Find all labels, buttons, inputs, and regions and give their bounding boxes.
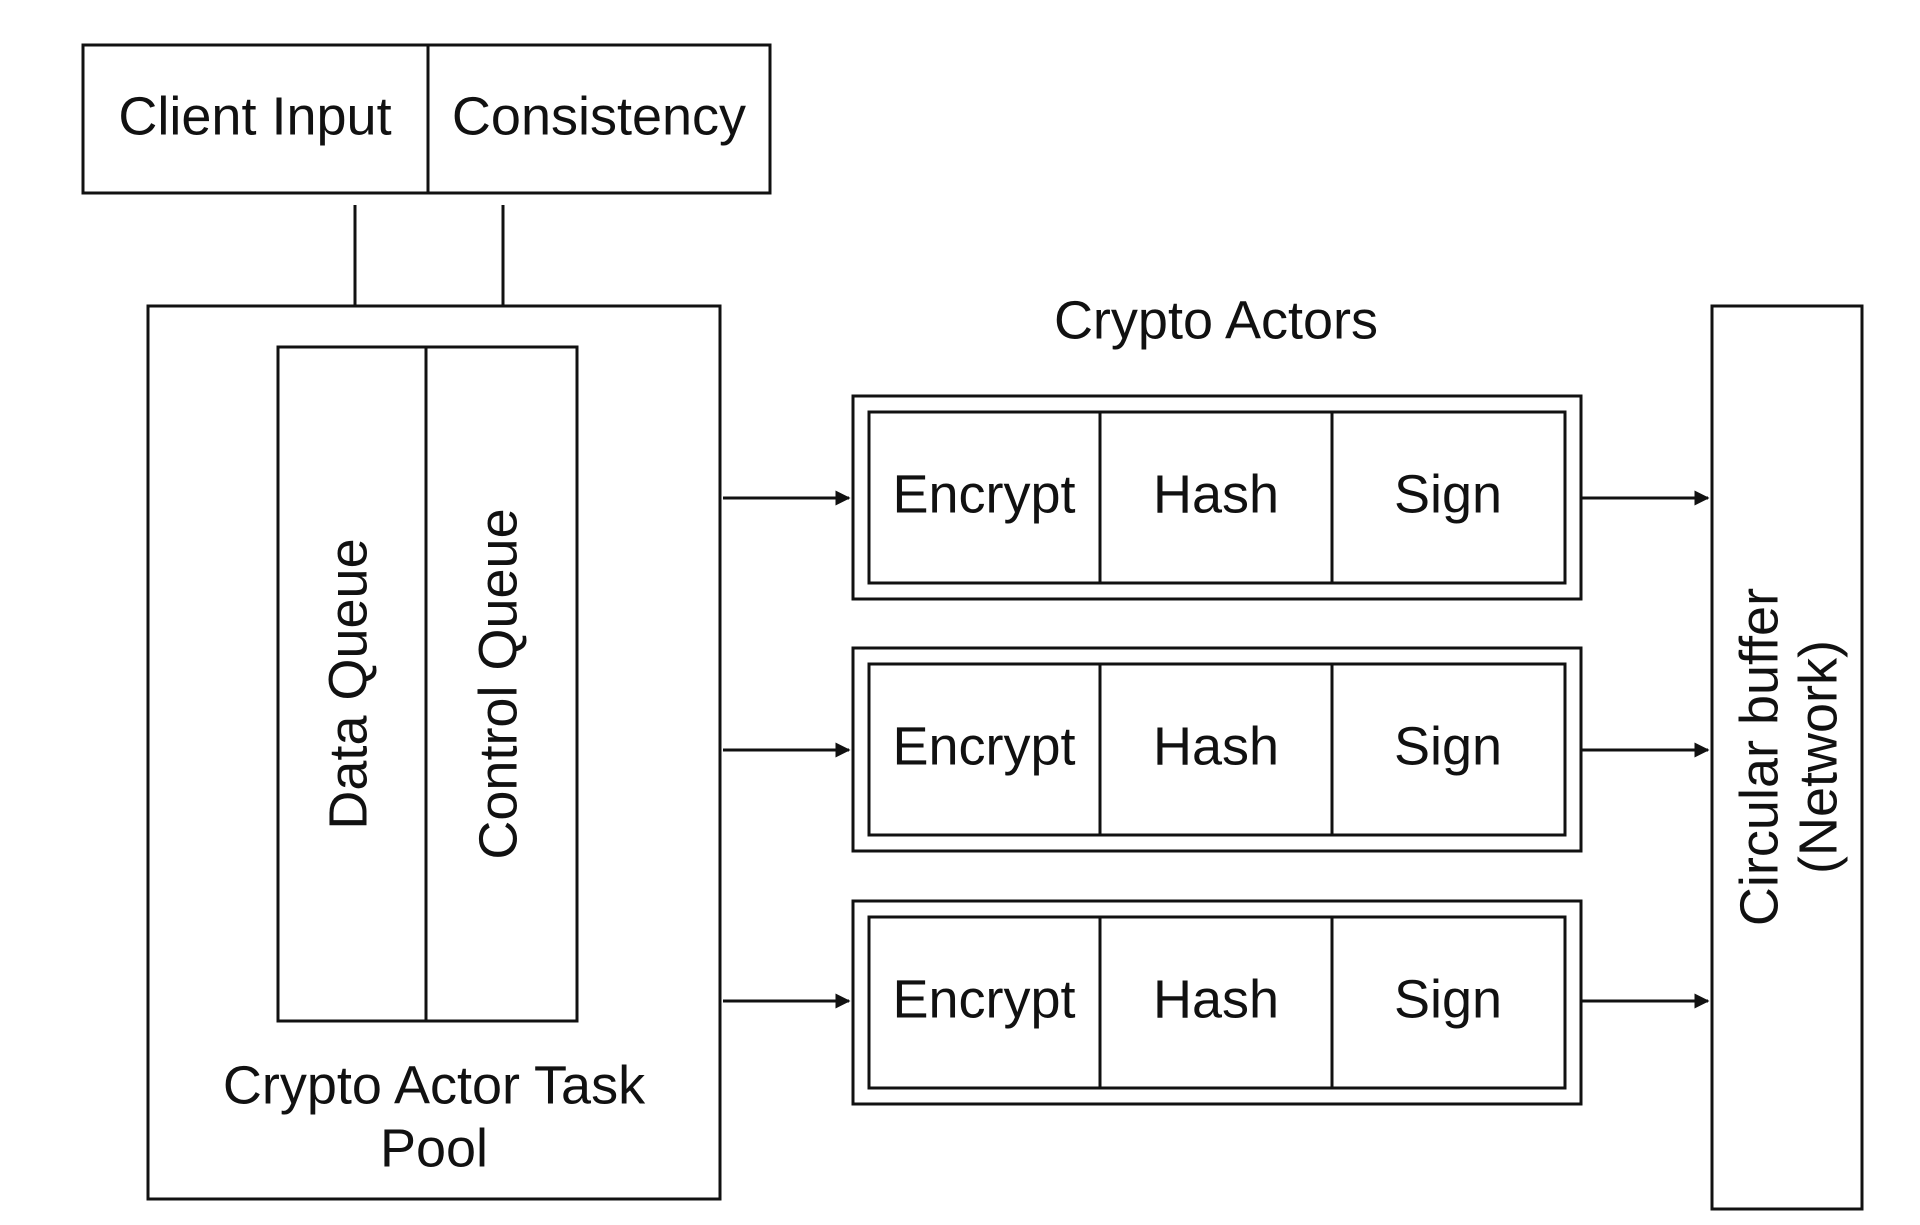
crypto-actors-title: Crypto Actors bbox=[1054, 290, 1378, 350]
control-queue-box bbox=[424, 345, 579, 1023]
data-queue-box bbox=[276, 345, 428, 1023]
circular-buffer-label-line2: (Network) bbox=[1788, 640, 1848, 874]
data-queue-label: Data Queue bbox=[318, 538, 378, 829]
crypto-actor-row: Encrypt Hash Sign bbox=[851, 899, 1583, 1106]
encrypt-step-label: Encrypt bbox=[892, 716, 1075, 776]
control-queue-label: Control Queue bbox=[468, 508, 528, 859]
sign-step-label: Sign bbox=[1394, 969, 1502, 1029]
crypto-actor-task-pool: Data Queue Control Queue Crypto Actor Ta… bbox=[146, 304, 722, 1201]
circular-buffer-box bbox=[1710, 304, 1864, 1211]
circular-buffer-label-line1: Circular buffer bbox=[1729, 588, 1789, 926]
crypto-actor-row: Encrypt Hash Sign bbox=[851, 646, 1583, 853]
task-pool-title-line1: Crypto Actor Task bbox=[223, 1055, 646, 1115]
circular-buffer: Circular buffer (Network) bbox=[1710, 304, 1864, 1211]
crypto-actor-row: Encrypt Hash Sign bbox=[851, 394, 1583, 601]
input-sources: Client Input Consistency bbox=[81, 43, 772, 195]
crypto-actor-inner-box bbox=[867, 410, 1567, 585]
sign-step-label: Sign bbox=[1394, 716, 1502, 776]
task-pool-title-line2: Pool bbox=[380, 1118, 488, 1178]
client-input-label: Client Input bbox=[118, 86, 391, 146]
sign-step-label: Sign bbox=[1394, 464, 1502, 524]
encrypt-step-label: Encrypt bbox=[892, 464, 1075, 524]
consistency-label: Consistency bbox=[452, 86, 746, 146]
hash-step-label: Hash bbox=[1153, 716, 1279, 776]
hash-step-label: Hash bbox=[1153, 464, 1279, 524]
encrypt-step-label: Encrypt bbox=[892, 969, 1075, 1029]
consistency-box bbox=[426, 43, 772, 195]
client-input-box bbox=[81, 43, 430, 195]
crypto-actor-inner-box bbox=[867, 662, 1567, 837]
hash-step-label: Hash bbox=[1153, 969, 1279, 1029]
crypto-actor-inner-box bbox=[867, 915, 1567, 1090]
